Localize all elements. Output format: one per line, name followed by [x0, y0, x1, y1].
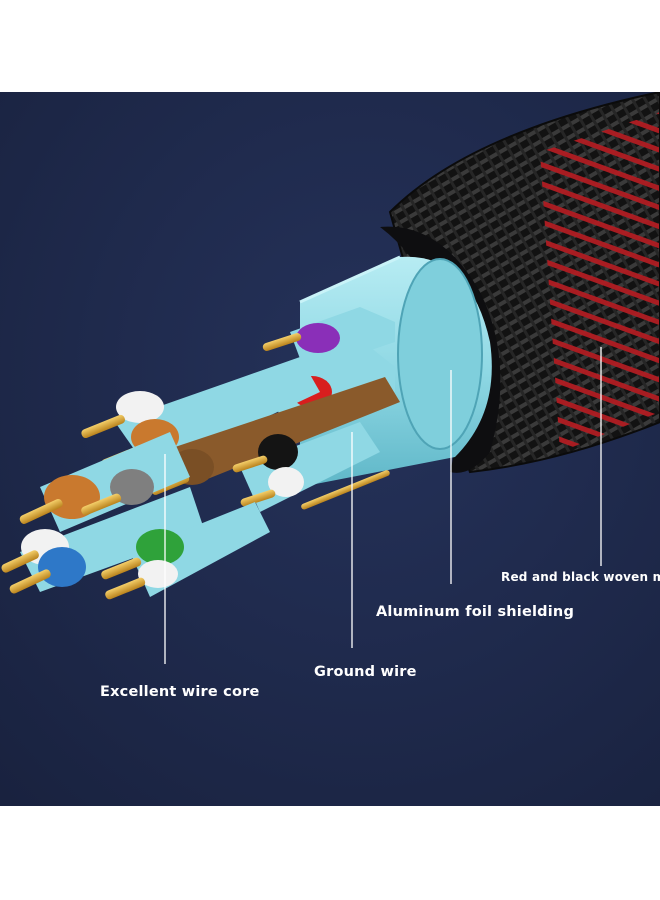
- label-wire-core: Excellent wire core: [100, 684, 260, 700]
- dark-navy-panel: Red and black woven mesh Aluminum foil s…: [0, 92, 660, 806]
- wire-cores: [1, 307, 400, 600]
- callout-lines: [164, 347, 602, 664]
- label-foil-shielding: Aluminum foil shielding: [376, 604, 575, 620]
- cable-illustration: [0, 92, 660, 806]
- label-woven-mesh: Red and black woven mesh: [501, 570, 660, 584]
- label-ground-wire: Ground wire: [314, 664, 417, 680]
